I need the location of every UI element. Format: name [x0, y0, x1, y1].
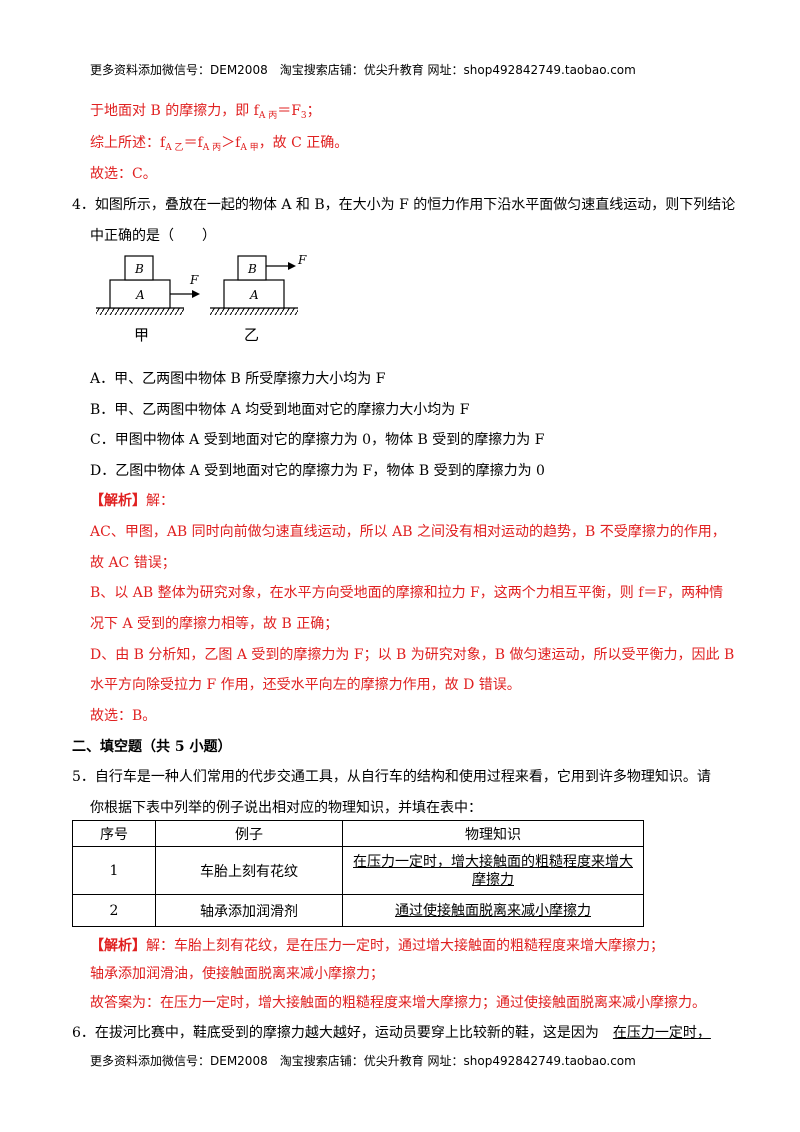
prev-analysis-line-2: 综上所述：fA 乙＝fA 丙＞fA 甲，故 C 正确。 [90, 135, 349, 153]
table-cell-example: 轴承添加润滑剂 [155, 894, 343, 927]
q4-stem-line-1: 4．如图所示，叠放在一起的物体 A 和 B，在大小为 F 的恒力作用下沿水平面做… [72, 197, 736, 213]
page-header: 更多资料添加微信号：DEM2008 淘宝搜索店铺：优尖升教育 网址：shop49… [90, 63, 636, 77]
table-header-row: 序号 例子 物理知识 [72, 820, 644, 847]
table-header-example: 例子 [155, 820, 343, 847]
table-row: 2 轴承添加润滑剂 通过使接触面脱离来减小摩擦力 [72, 894, 644, 927]
label-a-jia: A [135, 288, 145, 302]
q4-analysis-line-2: 故 AC 错误； [90, 555, 176, 571]
section-title: 二、填空题（共 5 小题） [72, 739, 232, 755]
q4-analysis-line-1: AC、甲图，AB 同时向前做匀速直线运动，所以 AB 之间没有相对运动的趋势，B… [90, 524, 726, 540]
caption-yi: 乙 [244, 326, 259, 344]
block-a-yi [223, 279, 285, 309]
table-row: 1 车胎上刻有花纹 在压力一定时，增大接触面的粗糙程度来增大 摩擦力 [72, 846, 644, 895]
q4-analysis-line-4: 况下 A 受到的摩擦力相等，故 B 正确； [90, 616, 339, 632]
table-cell-num: 2 [72, 894, 156, 927]
q4-stem-line-2: 中正确的是（ ） [90, 228, 216, 244]
q4-analysis-line-3: B、以 AB 整体为研究对象，在水平方向受地面的摩擦和拉力 F，这两个力相互平衡… [90, 585, 724, 601]
q5-answer: 故答案为：在压力一定时，增大接触面的粗糙程度来增大摩擦力；通过使接触面脱离来减小… [90, 995, 706, 1011]
table-cell-example: 车胎上刻有花纹 [155, 846, 343, 895]
q4-option-b: B．甲、乙两图中物体 A 均受到地面对它的摩擦力大小均为 F [90, 402, 470, 418]
q4-option-a: A．甲、乙两图中物体 B 所受摩擦力大小均为 F [90, 371, 386, 387]
table-cell-num: 1 [72, 846, 156, 895]
figure-jia: A B F [96, 255, 200, 315]
label-b-jia: B [134, 262, 144, 276]
table-header-num: 序号 [72, 820, 156, 847]
caption-jia: 甲 [134, 326, 149, 344]
force-arrow-yi [288, 262, 296, 270]
q5-analysis-line-2: 轴承添加润滑油，使接触面脱离来减小摩擦力； [90, 966, 384, 982]
prev-analysis-line-1: 于地面对 B 的摩擦力，即 fA 丙＝F3； [90, 103, 321, 121]
q5-stem-line-2: 你根据下表中列举的例子说出相对应的物理知识，并填在表中： [90, 800, 482, 816]
q4-answer: 故选：B。 [90, 708, 157, 724]
page-footer: 更多资料添加微信号：DEM2008 淘宝搜索店铺：优尖升教育 网址：shop49… [90, 1054, 636, 1068]
table-cell-answer: 通过使接触面脱离来减小摩擦力 [342, 894, 644, 927]
q6-blank-answer: 在压力一定时， [612, 1025, 711, 1041]
label-f-yi: F [297, 253, 307, 267]
force-arrow-jia [192, 290, 200, 298]
q4-option-d: D．乙图中物体 A 受到地面对它的摩擦力为 F，物体 B 受到的摩擦力为 0 [90, 463, 545, 479]
table-header-knowledge: 物理知识 [342, 820, 644, 847]
knowledge-table: 序号 例子 物理知识 1 车胎上刻有花纹 在压力一定时，增大接触面的粗糙程度来增… [72, 820, 644, 927]
q4-option-c: C．甲图中物体 A 受到地面对它的摩擦力为 0，物体 B 受到的摩擦力为 F [90, 432, 545, 448]
q4-analysis-line-5: D、由 B 分析知，乙图 A 受到的摩擦力为 F；以 B 为研究对象，B 做匀速… [90, 647, 735, 663]
q4-analysis-line-6: 水平方向除受拉力 F 作用，还受水平向左的摩擦力作用，故 D 错误。 [90, 677, 521, 693]
q6-stem: 6．在拔河比赛中，鞋底受到的摩擦力越大越好，运动员要穿上比较新的鞋，这是因为 在… [72, 1025, 711, 1041]
label-a-yi: A [249, 288, 259, 302]
prev-answer: 故选：C。 [90, 166, 157, 182]
label-f-jia: F [189, 273, 199, 287]
figure-yi: A B F [210, 253, 307, 315]
q5-analysis-heading: 【解析】解：车胎上刻有花纹，是在压力一定时，通过增大接触面的粗糙程度来增大摩擦力… [90, 938, 664, 954]
q4-figure: A B F A B F 甲 乙 [96, 253, 307, 344]
block-b-yi [237, 255, 267, 281]
q4-analysis-heading: 【解析】解： [90, 493, 174, 509]
table-cell-answer: 在压力一定时，增大接触面的粗糙程度来增大 摩擦力 [342, 846, 644, 895]
block-b-jia [124, 255, 154, 281]
label-b-yi: B [247, 262, 257, 276]
q5-stem-line-1: 5．自行车是一种人们常用的代步交通工具，从自行车的结构和使用过程来看，它用到许多… [72, 769, 711, 785]
